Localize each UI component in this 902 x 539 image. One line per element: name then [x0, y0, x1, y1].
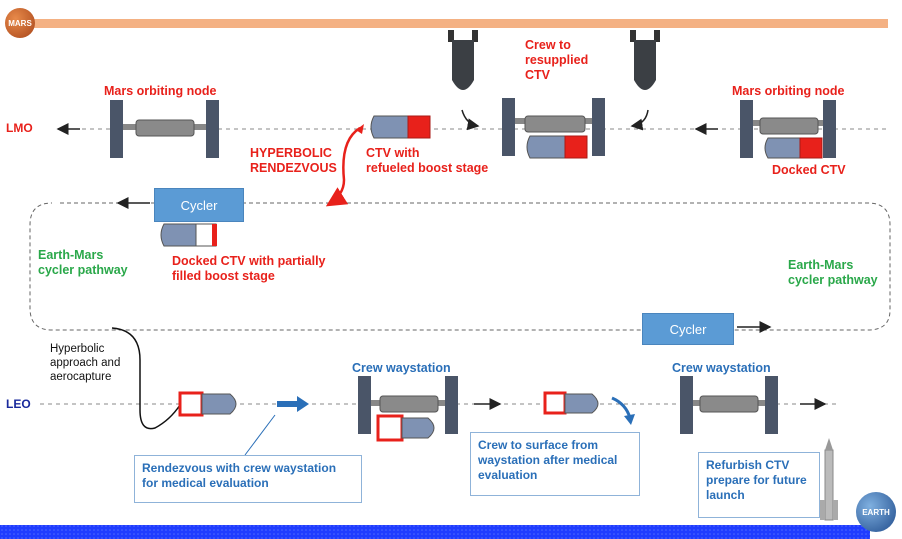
- surface-box: Crew to surface from waystation after me…: [470, 432, 640, 496]
- capsule-leo: [178, 391, 237, 417]
- cycler-top: Cycler: [154, 188, 244, 222]
- ctv-refueled-label: CTV with refueled boost stage: [366, 146, 489, 175]
- crew-waystation-mid-label: Crew waystation: [352, 361, 451, 375]
- lander-left: [448, 30, 478, 90]
- blue-arrow: [277, 396, 309, 412]
- ctv-refueled: [370, 115, 431, 139]
- mars-node-left-label: Mars orbiting node: [104, 84, 217, 98]
- cycler-pathway-loop: [29, 202, 891, 331]
- mars-node-left: [110, 100, 219, 158]
- waystation-right: [680, 376, 778, 434]
- docked-ctv-partial-label: Docked CTV with partially filled boost s…: [172, 254, 326, 283]
- mars-planet-icon: MARS: [5, 8, 35, 38]
- mars-surface-band: [28, 19, 888, 28]
- waystation-mid: [358, 376, 458, 442]
- ctv-partial: [160, 223, 217, 247]
- refurbish-box: Refurbish CTV prepare for future launch: [698, 452, 820, 518]
- hyperbolic-rendezvous-label: HYPERBOLIC RENDEZVOUS: [250, 146, 337, 175]
- pathway-right-label: Earth-Mars cycler pathway: [788, 258, 878, 287]
- earth-planet-icon: EARTH: [856, 492, 896, 532]
- mars-node-right: [740, 100, 836, 159]
- crew-waystation-right-label: Crew waystation: [672, 361, 771, 375]
- blue-curve-arrow: [611, 396, 632, 419]
- leo-label: LEO: [6, 397, 31, 411]
- mars-node-right-label: Mars orbiting node: [732, 84, 845, 98]
- lmo-label: LMO: [6, 121, 33, 135]
- resupply-node: [502, 98, 605, 159]
- earth-surface-band: [0, 525, 870, 539]
- hyperbolic-rendezvous-arrow: [325, 126, 361, 207]
- rendezvous-box: Rendezvous with crew waystation for medi…: [134, 455, 362, 503]
- cycler-bottom: Cycler: [642, 313, 734, 345]
- lander-right: [630, 30, 660, 90]
- capsule-leo-2: [543, 391, 599, 415]
- hyperbolic-approach-label: Hyperbolic approach and aerocapture: [50, 343, 121, 383]
- docked-ctv-label: Docked CTV: [772, 163, 846, 177]
- rocket-icon: [820, 438, 838, 521]
- crew-resupplied-label: Crew to resupplied CTV: [525, 38, 589, 82]
- hyperbolic-approach-path: [111, 327, 181, 430]
- pathway-left-label: Earth-Mars cycler pathway: [38, 248, 128, 277]
